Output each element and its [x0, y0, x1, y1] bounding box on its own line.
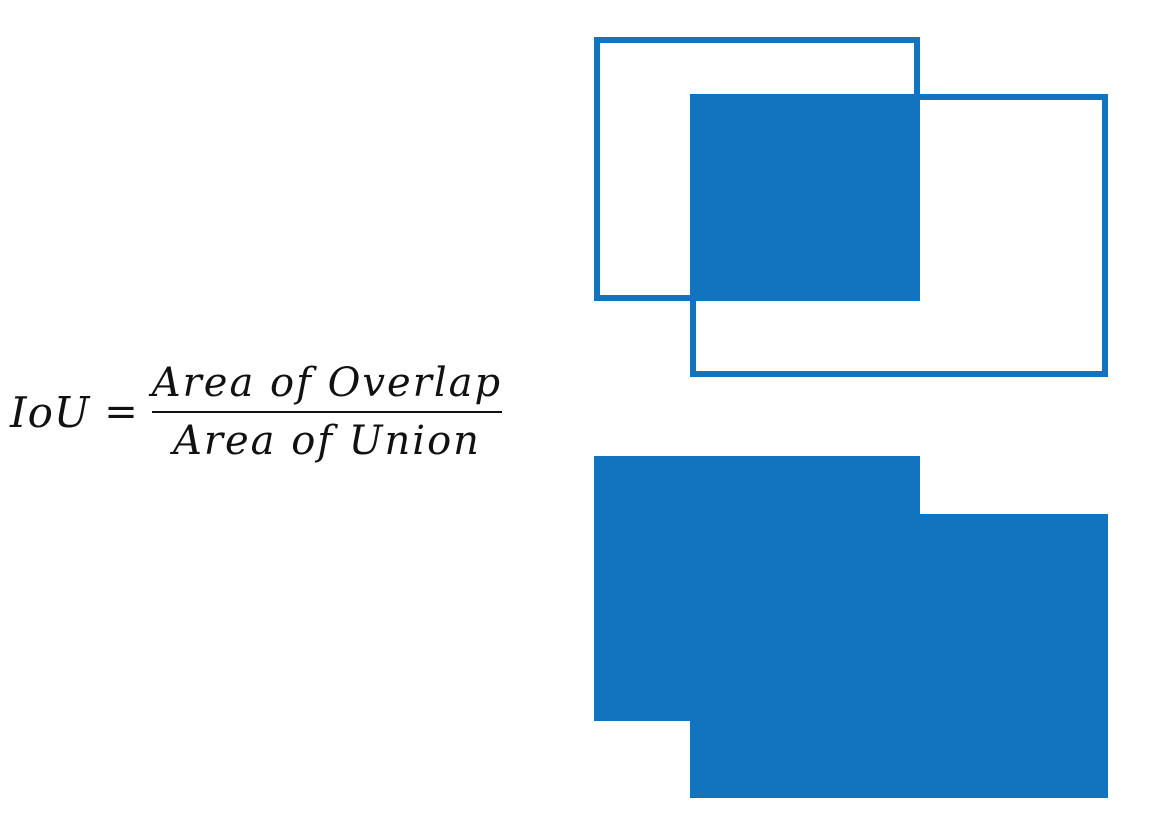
overlap-illustration — [594, 37, 1108, 377]
fraction-bar — [151, 411, 503, 413]
overlap-region — [690, 94, 920, 301]
formula-lhs: IoU — [10, 387, 91, 437]
union-region — [594, 456, 1108, 798]
formula-denominator: Area of Union — [172, 418, 481, 464]
box-b-outline — [690, 94, 1108, 377]
formula-equals: = — [104, 389, 138, 435]
formula-numerator: Area of Overlap — [151, 360, 503, 406]
box-a-outline — [594, 37, 920, 301]
formula-fraction: Area of Overlap Area of Union — [151, 357, 503, 467]
iou-formula: IoU = Area of Overlap Area of Union — [10, 352, 503, 472]
union-illustration — [594, 456, 1108, 798]
